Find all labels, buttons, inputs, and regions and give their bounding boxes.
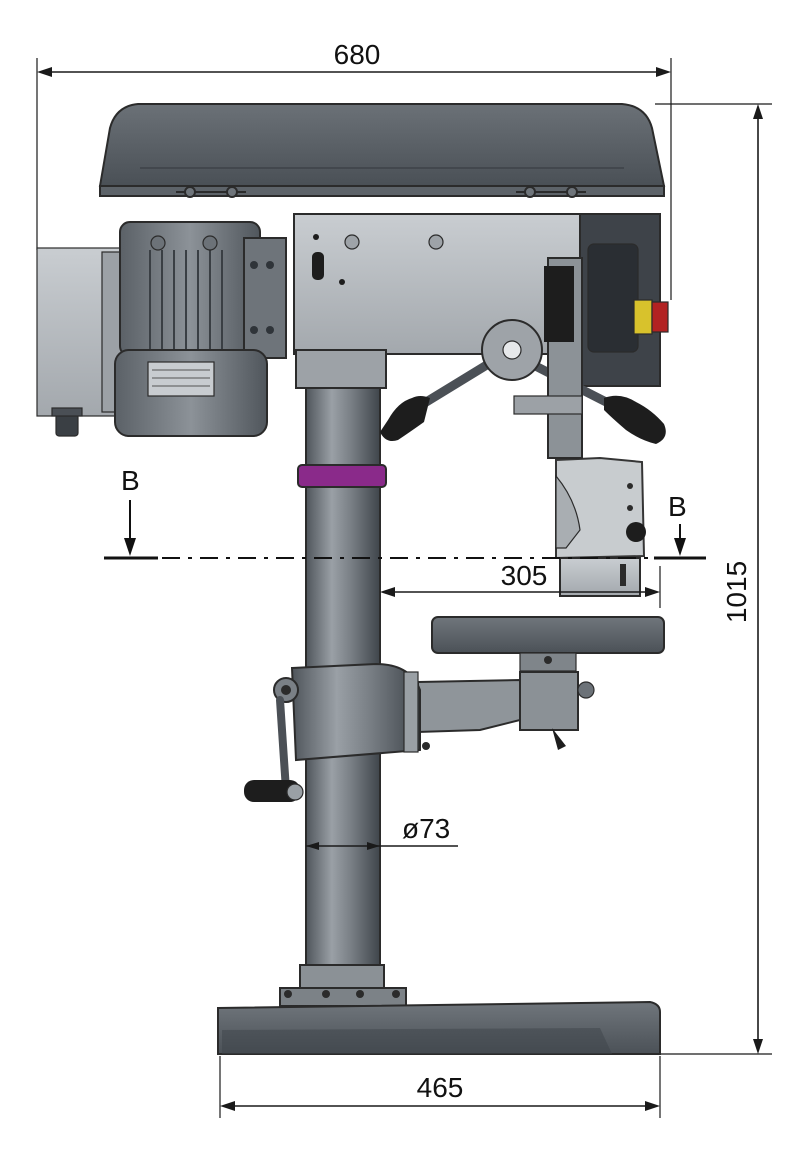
dimension-spindle-to-column: 305 bbox=[380, 560, 661, 608]
dim-label-overall-height: 1015 bbox=[721, 561, 752, 623]
stop-switch bbox=[651, 301, 669, 333]
base bbox=[217, 1000, 661, 1055]
dimension-overall-width: 680 bbox=[36, 39, 672, 300]
section-marker-right: B bbox=[668, 491, 687, 522]
dim-label-spindle-to-column: 305 bbox=[501, 560, 548, 591]
dim-label-column-diameter: ø73 bbox=[402, 813, 450, 844]
work-table-assembly bbox=[244, 616, 665, 802]
spindle-and-guard bbox=[513, 257, 646, 597]
section-marker-left: B bbox=[121, 465, 140, 496]
motor-cooling-fins bbox=[149, 250, 223, 352]
dimension-column-diameter: ø73 bbox=[306, 813, 458, 850]
dim-label-base-width: 465 bbox=[417, 1072, 464, 1103]
section-line-b-b: B B bbox=[104, 465, 706, 560]
start-switch bbox=[633, 299, 653, 335]
motor-nameplate bbox=[147, 361, 215, 397]
column-band bbox=[297, 464, 387, 488]
dimension-base-width: 465 bbox=[219, 1056, 661, 1118]
dimension-overall-height: 1015 bbox=[655, 103, 772, 1055]
motor-assembly bbox=[36, 221, 287, 437]
dim-label-overall-width: 680 bbox=[334, 39, 381, 70]
cover-hinge-left bbox=[176, 186, 246, 198]
cover-hinge-right bbox=[516, 186, 586, 198]
